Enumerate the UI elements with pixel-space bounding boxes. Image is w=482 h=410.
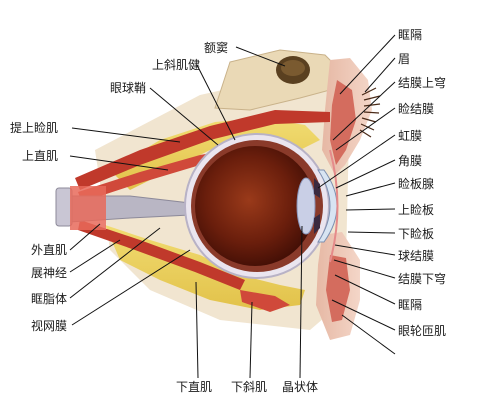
label-superior-oblique-tendon: 上斜肌健	[152, 58, 201, 72]
optic-nerve-stump	[55, 187, 73, 227]
label-cornea: 角膜	[398, 154, 423, 168]
eyeball-vitreous	[195, 146, 315, 266]
label-lateral-rectus: 外直肌	[31, 243, 68, 257]
label-abducens-nerve: 展神经	[31, 266, 68, 280]
label-superior-tarsus: 上睑板	[398, 203, 435, 217]
leader-lines	[69, 34, 396, 379]
lens-shape	[296, 177, 316, 235]
label-inferior-tarsus: 下睑板	[398, 227, 435, 241]
inferior-oblique-spot	[240, 290, 290, 312]
levator-muscle-band	[75, 110, 330, 190]
label-frontal-sinus: 额窦	[204, 41, 229, 55]
label-orbital-septum-lower: 眶隔	[398, 298, 423, 312]
label-lens: 晶状体	[282, 380, 319, 394]
label-palpebral-conjunctiva: 睑结膜	[398, 102, 435, 116]
label-iris: 虹膜	[398, 129, 423, 143]
label-eyeball-sheath: 眼球鞘	[110, 81, 147, 95]
conjunctiva-line	[329, 149, 339, 263]
label-levator-palpebrae: 提上睑肌	[10, 121, 59, 135]
iris-shape	[314, 178, 320, 234]
label-superior-fornix: 结膜上穹	[398, 76, 447, 90]
inferior-rectus-band	[78, 220, 245, 290]
label-inferior-fornix: 结膜下穹	[398, 272, 447, 286]
label-inferior-oblique: 下斜肌	[231, 380, 268, 394]
label-orbital-septum-upper: 眶隔	[398, 28, 423, 42]
label-tarsal-glands: 睑板腺	[398, 177, 435, 191]
label-superior-rectus: 上直肌	[22, 149, 59, 163]
label-retina: 视网膜	[31, 319, 68, 333]
cornea-shape	[317, 169, 338, 243]
label-bulbar-conjunctiva: 球结膜	[398, 249, 435, 263]
label-orbital-fat: 眶脂体	[31, 292, 68, 306]
label-orbicularis-oculi: 眼轮匝肌	[398, 324, 447, 338]
label-eyebrow: 眉	[398, 52, 411, 66]
upper-eyelid-muscle	[330, 80, 356, 165]
label-inferior-rectus: 下直肌	[176, 380, 213, 394]
